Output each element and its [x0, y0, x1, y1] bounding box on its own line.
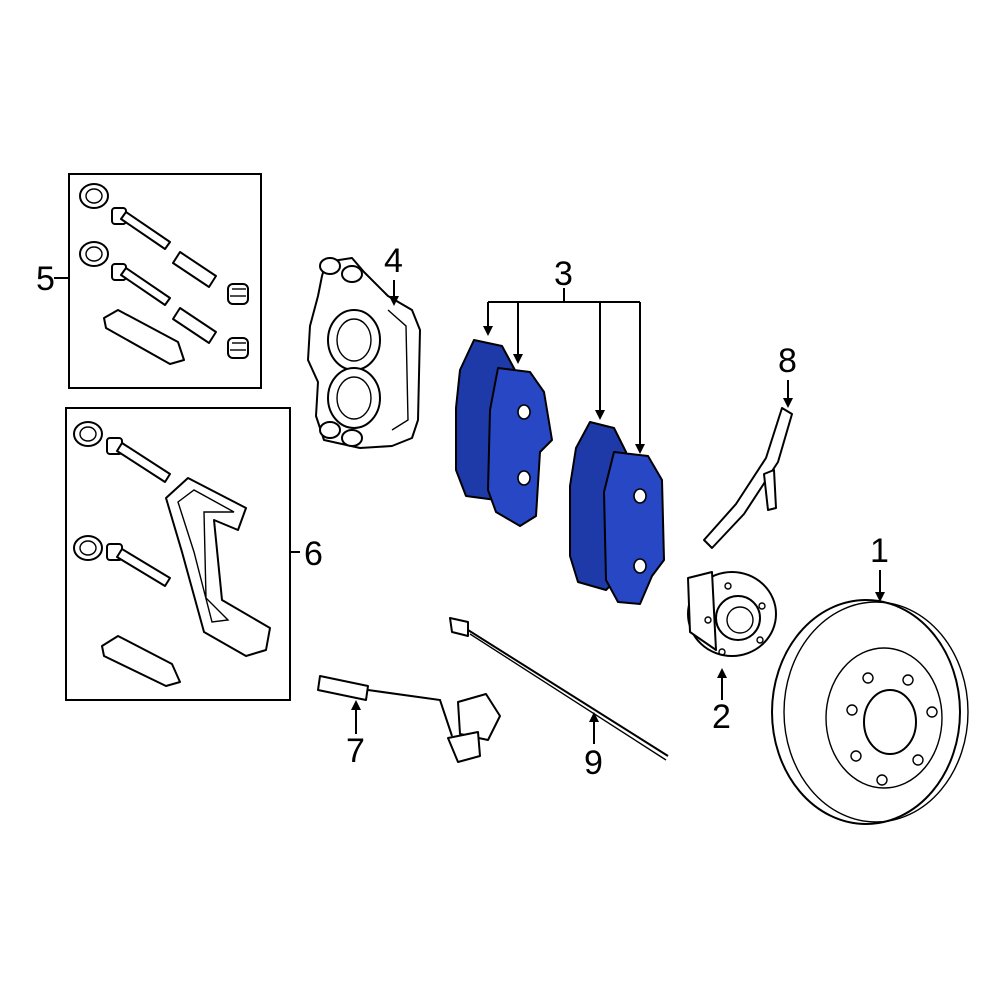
callout-9: 9 [584, 744, 603, 782]
callout-5: 5 [36, 260, 55, 298]
callout-8: 8 [778, 342, 797, 380]
wheel-hub [687, 571, 777, 657]
sensor-wire [449, 617, 669, 761]
callout-3: 3 [554, 255, 573, 293]
leader-lines [351, 280, 885, 744]
hardware-kit-box [54, 173, 262, 389]
callout-7: 7 [346, 732, 365, 770]
callout-4: 4 [384, 242, 403, 280]
brake-sensor-cable [317, 675, 501, 763]
callout-6: 6 [304, 535, 323, 573]
callout-1: 1 [870, 532, 889, 570]
brake-caliper [307, 257, 421, 449]
bracket-kit-box [65, 407, 300, 701]
callout-2: 2 [712, 698, 731, 736]
wear-sensor-strip [703, 407, 793, 549]
brake-pads [455, 339, 665, 605]
brake-rotor [771, 599, 969, 825]
